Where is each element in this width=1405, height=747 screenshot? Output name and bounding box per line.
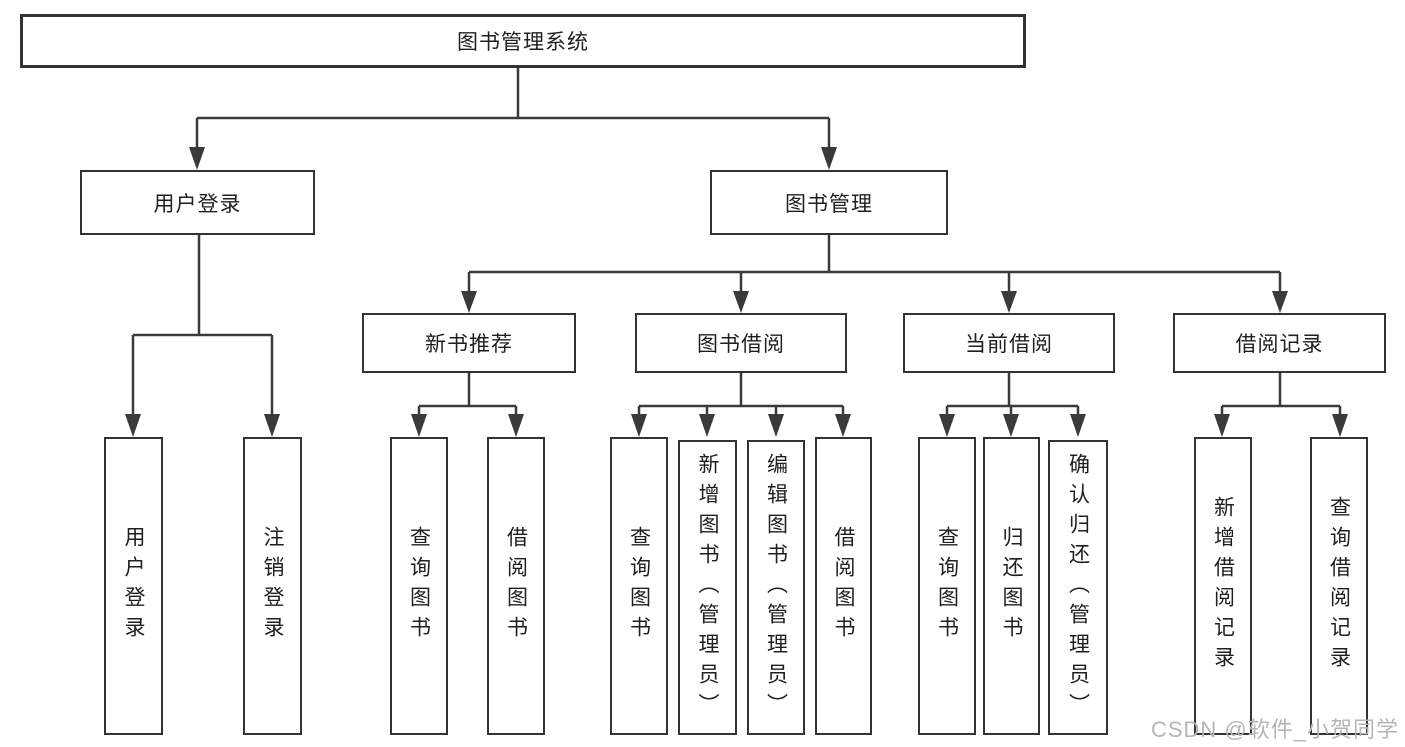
node-new-book-recommend-label: 新书推荐 [425, 333, 513, 356]
node-confirm-return-admin-label: 确认归还（管理员） [1066, 452, 1090, 723]
node-book-borrowing-label: 图书借阅 [697, 333, 785, 356]
node-book-management-label: 图书管理 [785, 192, 873, 216]
node-current-borrowing-label: 当前借阅 [965, 333, 1053, 356]
node-borrow-query-books: 查询图书 [610, 437, 668, 735]
node-borrowing-records-label: 借阅记录 [1235, 333, 1324, 356]
node-user-login-action-label: 用户登录 [122, 526, 145, 646]
arrowheads-level3 [461, 291, 1288, 313]
arrowheads-currentborrow-children [939, 414, 1086, 437]
connector-borrowrecord-to-children [1220, 373, 1342, 417]
arrowheads-userlogin-children [125, 414, 280, 437]
node-user-login: 用户登录 [80, 170, 315, 235]
node-borrow-borrow-books-label: 借阅图书 [832, 526, 855, 646]
node-book-management: 图书管理 [710, 170, 948, 235]
node-current-query-books-label: 查询图书 [935, 526, 959, 646]
node-borrow-query-books-label: 查询图书 [627, 526, 651, 646]
node-logout-action-label: 注销登录 [261, 526, 284, 646]
node-newbook-borrow-books-label: 借阅图书 [504, 526, 528, 646]
arrowheads-level2 [189, 147, 837, 170]
node-add-books-admin-label: 新增图书（管理员） [696, 452, 719, 723]
node-book-borrowing: 图书借阅 [635, 313, 847, 373]
csdn-watermark: CSDN @软件_小贺同学 [1150, 717, 1399, 742]
node-edit-books-admin-label: 编辑图书（管理员） [764, 452, 788, 723]
arrowheads-borrowrecord-children [1214, 414, 1348, 437]
node-edit-books-admin: 编辑图书（管理员） [747, 440, 805, 735]
node-user-login-label: 用户登录 [153, 192, 242, 216]
node-current-borrowing: 当前借阅 [903, 313, 1115, 373]
connector-userlogin-to-children [131, 235, 274, 417]
node-add-borrow-record-label: 新增借阅记录 [1211, 496, 1235, 676]
node-new-book-recommend: 新书推荐 [362, 313, 576, 373]
connector-bookborrow-to-children [637, 373, 845, 417]
node-query-borrow-record-label: 查询借阅记录 [1327, 496, 1351, 676]
node-confirm-return-admin: 确认归还（管理员） [1048, 440, 1108, 735]
connector-root-to-level2 [195, 68, 831, 150]
connector-bookmgmt-to-level3 [467, 235, 1282, 294]
node-borrowing-records: 借阅记录 [1173, 313, 1386, 373]
arrowheads-newbook-children [411, 414, 524, 437]
node-query-borrow-record: 查询借阅记录 [1310, 437, 1368, 735]
connector-newbook-to-children [417, 373, 518, 417]
node-library-system: 图书管理系统 [20, 14, 1026, 68]
node-user-login-action: 用户登录 [104, 437, 163, 735]
node-logout-action: 注销登录 [243, 437, 302, 735]
node-return-books: 归还图书 [983, 437, 1040, 735]
node-current-query-books: 查询图书 [918, 437, 976, 735]
node-return-books-label: 归还图书 [1000, 526, 1023, 646]
node-newbook-query-books-label: 查询图书 [407, 526, 431, 646]
node-borrow-borrow-books: 借阅图书 [815, 437, 872, 735]
node-newbook-borrow-books: 借阅图书 [487, 437, 545, 735]
arrowheads-bookborrow-children [631, 414, 851, 437]
node-library-system-label: 图书管理系统 [457, 31, 589, 54]
connector-currentborrow-to-children [945, 373, 1080, 417]
node-add-borrow-record: 新增借阅记录 [1194, 437, 1252, 735]
node-add-books-admin: 新增图书（管理员） [678, 440, 737, 735]
node-newbook-query-books: 查询图书 [390, 437, 448, 735]
